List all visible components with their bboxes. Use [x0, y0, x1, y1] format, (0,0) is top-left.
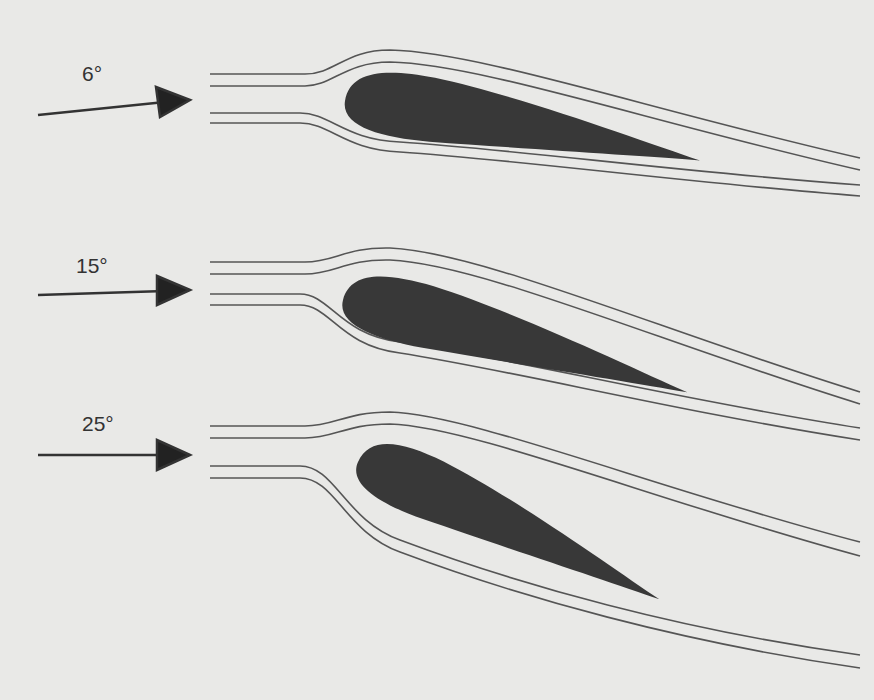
- angle-label: 25°: [82, 412, 114, 436]
- streamlines: [210, 50, 860, 668]
- angle-label: 15°: [76, 254, 108, 278]
- airfoil: [336, 64, 706, 624]
- flow-arrow: [38, 87, 190, 470]
- angle-label: 6°: [82, 62, 102, 86]
